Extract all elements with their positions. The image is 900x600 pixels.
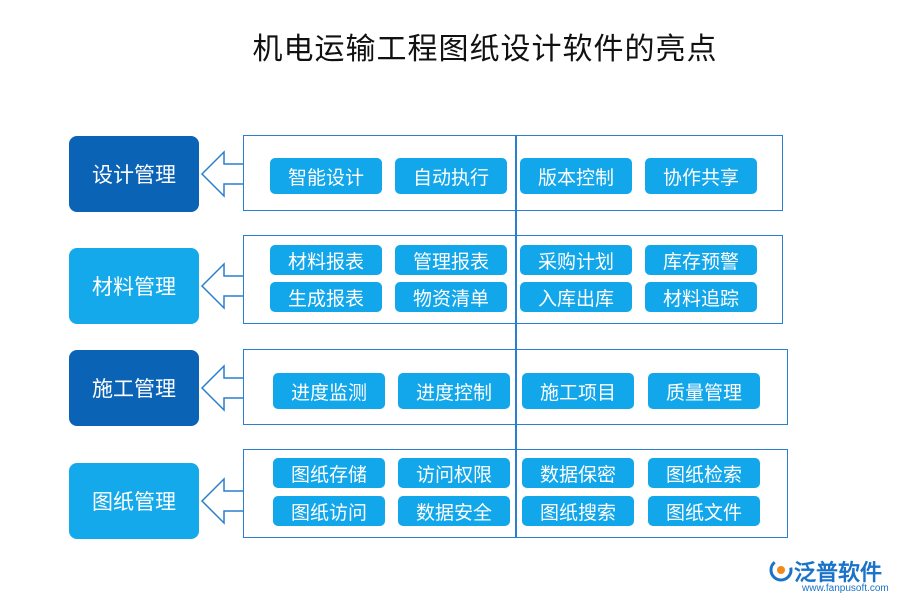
feature-chip: 材料追踪 <box>645 282 757 312</box>
category-label: 施工管理 <box>92 377 176 401</box>
feature-chip: 访问权限 <box>398 458 510 488</box>
diagram-title: 机电运输工程图纸设计软件的亮点 <box>252 32 718 67</box>
brand-url: www.fanpusoft.com <box>802 583 889 594</box>
feature-chip: 质量管理 <box>648 373 760 409</box>
feature-chip: 数据保密 <box>522 458 634 488</box>
feature-chip: 自动执行 <box>395 158 507 194</box>
feature-chip: 进度监测 <box>273 373 385 409</box>
center-divider <box>515 135 517 538</box>
feature-chip: 库存预警 <box>645 245 757 275</box>
category-drawing-management: 图纸管理 <box>69 463 199 539</box>
feature-chip: 版本控制 <box>520 158 632 194</box>
brand-swirl-icon <box>769 558 793 582</box>
feature-chip: 材料报表 <box>270 245 382 275</box>
feature-chip: 生成报表 <box>270 282 382 312</box>
brand-name: 泛普软件 <box>794 561 883 586</box>
feature-chip: 入库出库 <box>520 282 632 312</box>
feature-chip: 协作共享 <box>645 158 757 194</box>
feature-chip: 物资清单 <box>395 282 507 312</box>
feature-chip: 图纸存储 <box>273 458 385 488</box>
feature-chip: 图纸搜索 <box>522 496 634 526</box>
category-design-management: 设计管理 <box>69 136 199 212</box>
category-label: 材料管理 <box>92 275 176 299</box>
feature-chip: 采购计划 <box>520 245 632 275</box>
feature-chip: 图纸检索 <box>648 458 760 488</box>
feature-chip: 管理报表 <box>395 245 507 275</box>
category-label: 图纸管理 <box>92 490 176 514</box>
feature-chip: 数据安全 <box>398 496 510 526</box>
category-label: 设计管理 <box>92 163 176 187</box>
feature-chip: 图纸文件 <box>648 496 760 526</box>
feature-chip: 进度控制 <box>398 373 510 409</box>
category-material-management: 材料管理 <box>69 248 199 324</box>
feature-chip: 施工项目 <box>522 373 634 409</box>
category-construction-management: 施工管理 <box>69 350 199 426</box>
feature-chip: 图纸访问 <box>273 496 385 526</box>
brand-logo: 泛普软件 www.fanpusoft.com <box>768 555 898 599</box>
feature-chip: 智能设计 <box>270 158 382 194</box>
